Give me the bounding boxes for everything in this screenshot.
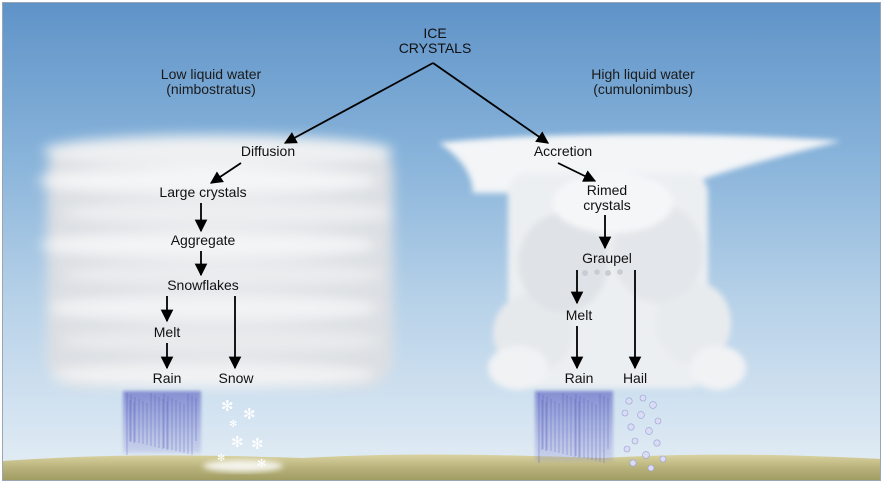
right-rain-shaft: [535, 391, 613, 461]
large-crystals-label: Large crystals: [159, 184, 247, 200]
arrow-to-diffusion: [283, 62, 434, 144]
nimbostratus-cloud: [38, 135, 393, 388]
rimed-crystals-line2: crystals: [583, 197, 631, 213]
cumulonimbus-cloud: [439, 134, 841, 390]
ground: [3, 454, 880, 480]
ice-crystals-title-line1: ICE: [423, 25, 447, 41]
left-heading-line1: Low liquid water: [160, 66, 262, 82]
snow-label: Snow: [218, 370, 254, 386]
arrow-to-accretion: [432, 62, 550, 144]
left-melt-label: Melt: [153, 324, 181, 340]
snowflakes-label: Snowflakes: [167, 277, 239, 293]
left-rain-label: Rain: [152, 370, 182, 386]
snowflake-icon: ✻: [251, 435, 264, 453]
arrow-to-large-crystals: [209, 162, 242, 184]
snowflake-icon: ✻: [217, 453, 225, 464]
right-rain-label: Rain: [564, 370, 594, 386]
aggregate-label: Aggregate: [170, 232, 236, 248]
snowflakes: ✻ ✻ ✻ ✻ ✻ ✻ ✻: [217, 397, 266, 470]
hail-label: Hail: [622, 370, 648, 386]
left-rain-shaft: [123, 391, 201, 453]
right-melt-label: Melt: [565, 307, 593, 323]
snowflake-icon: ✻: [229, 419, 237, 430]
snowflake-icon: ✻: [243, 405, 256, 423]
hail-stones: [621, 394, 667, 472]
snowflake-icon: ✻: [231, 433, 244, 451]
accretion-label: Accretion: [533, 143, 593, 159]
right-heading-line1: High liquid water: [591, 66, 695, 82]
ice-crystals-title-line2: CRYSTALS: [398, 40, 472, 56]
rimed-crystals-line1: Rimed: [586, 182, 628, 198]
arrow-to-rimed-crystals: [557, 162, 597, 182]
diffusion-label: Diffusion: [240, 143, 296, 159]
graupel-pellets: [582, 269, 623, 276]
rain-streaks: [126, 393, 609, 463]
graupel-label: Graupel: [582, 250, 632, 266]
right-heading-line2: (cumulonimbus): [593, 81, 693, 97]
ground-snow: [203, 460, 283, 472]
diagram-canvas: ✻ ✻ ✻ ✻ ✻ ✻ ✻: [3, 62, 880, 480]
snowflake-icon: ✻: [221, 397, 234, 415]
left-heading-line2: (nimbostratus): [166, 81, 256, 97]
flow-arrows: [160, 62, 642, 370]
